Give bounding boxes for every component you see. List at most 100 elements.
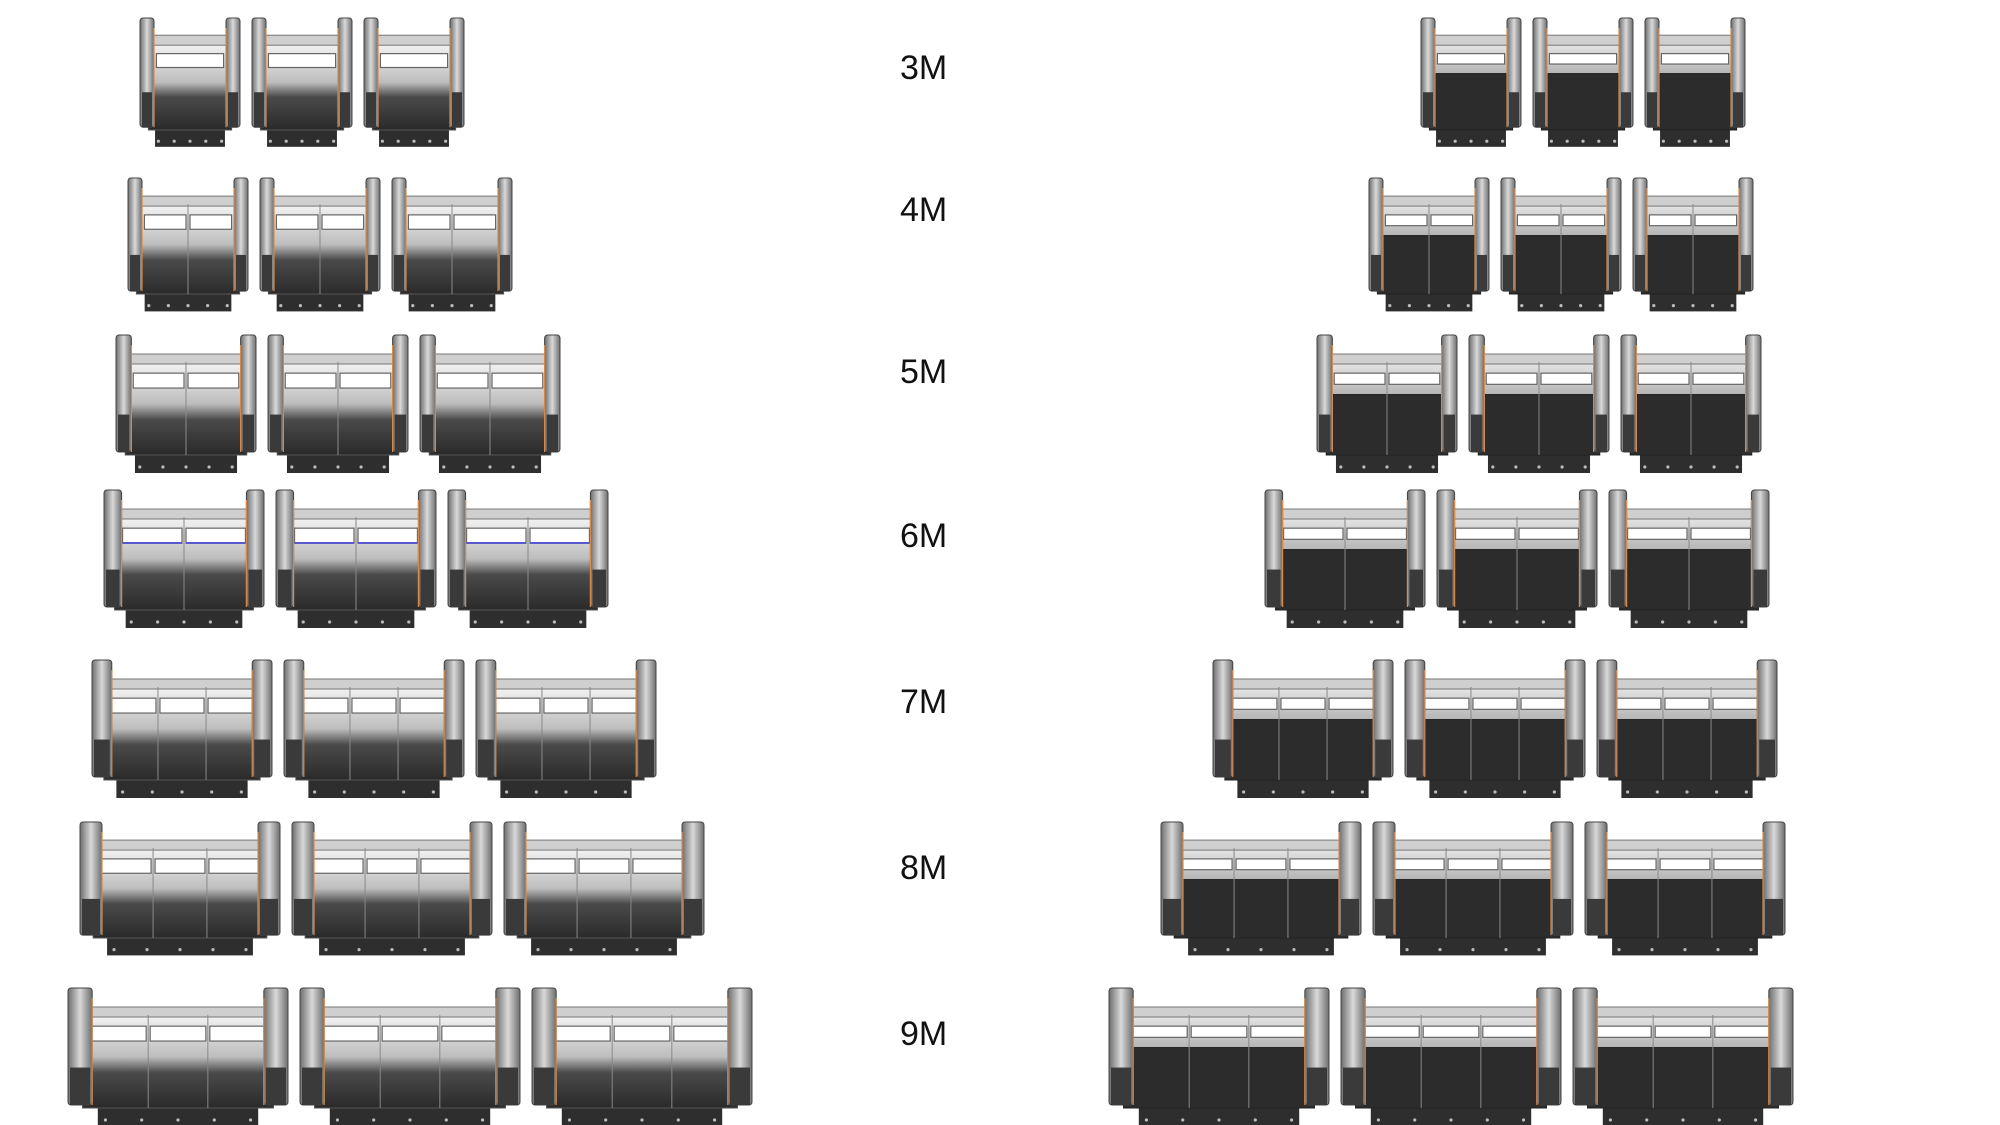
post-foot (260, 898, 278, 936)
front-unit (291, 821, 493, 956)
bolt (206, 304, 210, 308)
post-foot (142, 92, 152, 128)
base-plate (1138, 1108, 1300, 1125)
bolt (140, 1118, 144, 1122)
panel-window (132, 372, 185, 389)
bolt (1537, 465, 1541, 469)
post-foot (1111, 1067, 1132, 1105)
post-foot (1538, 1067, 1559, 1105)
post-foot (472, 898, 490, 936)
bolt (1292, 948, 1296, 952)
bolt (1626, 790, 1630, 794)
front-unit (283, 659, 465, 798)
post-foot (1439, 569, 1453, 607)
bolt (1559, 304, 1563, 308)
bolt (640, 1118, 644, 1122)
panel-window (1714, 1025, 1772, 1038)
post-foot (1623, 414, 1635, 452)
top-bar (147, 34, 233, 46)
row-label: 6M (900, 517, 948, 555)
bolt (1565, 139, 1569, 143)
post-foot (1753, 569, 1767, 607)
bolt (1339, 465, 1343, 469)
bolt (430, 304, 434, 308)
unit-body (1652, 73, 1738, 131)
bolt (1289, 1118, 1294, 1122)
base-plate (1458, 610, 1576, 628)
bolt (138, 465, 142, 469)
bolt (470, 304, 474, 308)
post-foot (1770, 1067, 1791, 1105)
base-plate (286, 455, 390, 473)
bolt (1552, 790, 1556, 794)
panel-window (185, 527, 247, 544)
bolt (1712, 465, 1716, 469)
bolt (1634, 620, 1638, 624)
base-plate (469, 610, 587, 628)
base-plate (116, 780, 248, 798)
bolt (1396, 620, 1400, 624)
panel-window (1482, 1025, 1540, 1038)
panel-window (1562, 214, 1606, 227)
post-foot (1575, 1067, 1596, 1105)
bolt (1493, 790, 1497, 794)
bolt (473, 620, 477, 624)
front-unit (103, 489, 265, 628)
bolt (1407, 304, 1411, 308)
post-foot (1635, 254, 1645, 292)
top-bar (1540, 34, 1626, 46)
panel-window (399, 697, 445, 714)
bolt (166, 304, 170, 308)
base-plate (561, 1108, 723, 1125)
panel-window (209, 1025, 267, 1042)
post-foot (497, 1067, 518, 1105)
top-bar (259, 34, 345, 46)
top-bar (516, 839, 692, 851)
top-bar (304, 839, 480, 851)
bolt (332, 139, 336, 143)
bolt (1504, 948, 1508, 952)
post-foot (420, 569, 434, 607)
post-foot (684, 898, 702, 936)
panel-window (1605, 858, 1657, 871)
unit-body (1428, 73, 1514, 131)
panel-window (321, 214, 365, 230)
post-foot (1647, 92, 1657, 128)
post-foot (82, 898, 100, 936)
post-foot (1535, 92, 1545, 128)
panel-window (1648, 214, 1692, 227)
bolt (712, 1118, 717, 1122)
panel-window (275, 214, 319, 230)
base-plate (1660, 130, 1730, 147)
bolt (207, 465, 211, 469)
bolt (1713, 620, 1717, 624)
bolt (225, 304, 229, 308)
row-8M (79, 821, 1786, 956)
bolt (328, 620, 332, 624)
bolt (450, 304, 454, 308)
post-foot (1215, 739, 1231, 777)
panel-window (1616, 697, 1662, 710)
post-foot (1567, 739, 1583, 777)
bolt (1331, 790, 1335, 794)
front-unit (275, 489, 437, 628)
panel-window (1393, 858, 1445, 871)
bolt (372, 1118, 376, 1122)
bolt (1413, 1118, 1417, 1122)
post-foot (1343, 1067, 1364, 1105)
post-foot (254, 739, 270, 777)
panel-window (613, 1025, 671, 1042)
panel-window (465, 527, 527, 544)
panel-window (1637, 372, 1690, 385)
post-foot (1423, 92, 1433, 128)
post-foot (638, 739, 654, 777)
post-foot (106, 569, 120, 607)
post-foot (1341, 898, 1359, 936)
post-foot (1306, 1067, 1327, 1105)
bolt (1691, 304, 1695, 308)
bolt (1471, 948, 1475, 952)
panel-window (1181, 858, 1233, 871)
top-bar (1355, 1006, 1547, 1018)
bolt (380, 139, 384, 143)
bolt (1541, 620, 1545, 624)
